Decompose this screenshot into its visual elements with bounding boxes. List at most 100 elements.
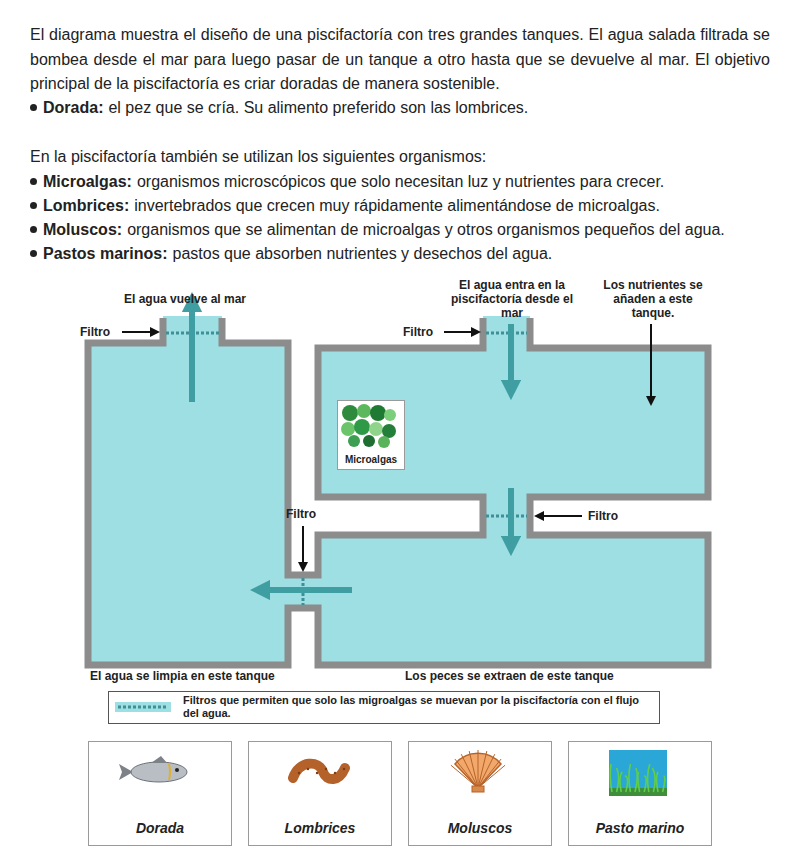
worm-segment <box>343 768 345 770</box>
term-description: En la piscifactoría también se utilizan … <box>30 148 486 165</box>
grass-blade <box>638 772 640 792</box>
tank-water <box>88 343 288 665</box>
worm-body <box>293 764 345 779</box>
tank-wall <box>88 318 708 665</box>
grass-blade <box>629 764 631 792</box>
filter-label: Filtro <box>403 325 433 339</box>
fish-fin <box>151 756 167 763</box>
bullet-dot <box>30 250 37 257</box>
fish-body <box>131 762 187 782</box>
filter-pointer <box>122 331 158 333</box>
organism-tile: Lombrices <box>248 741 392 846</box>
algae-cell <box>354 419 370 435</box>
water-flow-arrow <box>189 300 195 402</box>
filter-label: Filtro <box>80 325 110 339</box>
grass-blade <box>635 768 637 792</box>
nutrient-label: Los nutrientes se añaden a este tanque. <box>601 278 705 320</box>
shell-rib <box>478 765 505 788</box>
shell-rib <box>478 759 501 788</box>
algae-cell <box>370 405 386 421</box>
term-description: el pez que se cría. Su alimento preferid… <box>108 99 528 116</box>
term-description: organismos microscópicos que solo necesi… <box>137 173 664 190</box>
term-name: Microalgas: <box>43 173 132 190</box>
water-flow-arrow <box>258 587 352 593</box>
organism-tile: Pasto marino <box>568 741 712 846</box>
shell-rib <box>478 750 479 788</box>
algae-cell <box>348 435 360 447</box>
algae-cell <box>378 436 390 448</box>
outlet-label: El agua vuelve al mar <box>105 292 265 306</box>
fish-stripe <box>169 764 170 780</box>
grass-blade <box>663 776 665 792</box>
inlet-label: El agua entra en la piscifactoría desde … <box>448 278 576 320</box>
term-description: organismos que se alimentan de microalga… <box>127 221 725 238</box>
filter-mesh <box>486 515 527 518</box>
organism-card: Microalgas <box>337 400 405 470</box>
intro-paragraph: El diagrama muestra el diseño de una pis… <box>30 23 770 97</box>
grass-blade <box>620 772 622 792</box>
term-name: Moluscos: <box>43 221 122 238</box>
grass-icon <box>569 742 707 802</box>
organism-name: Lombrices <box>249 820 391 837</box>
worm-icon <box>249 742 387 802</box>
organism-tile: Dorada <box>88 741 232 846</box>
filter-sample-mesh <box>118 706 168 709</box>
filter-label: Filtro <box>286 507 316 521</box>
text-line: En la piscifactoría también se utilizan … <box>30 145 775 169</box>
organism-name: Dorada <box>89 820 231 837</box>
algae-icon <box>338 401 400 449</box>
grass-blade <box>617 768 619 792</box>
grass-blade <box>648 764 650 792</box>
grass-blade <box>652 768 655 792</box>
organism-name: Microalgas <box>338 453 404 466</box>
algae-cell <box>384 409 396 421</box>
organism-tile: Moluscos <box>408 741 552 846</box>
shell-rib <box>451 765 478 788</box>
worm-segment <box>307 768 309 770</box>
algae-cell <box>342 405 358 421</box>
algae-cell <box>363 435 375 447</box>
water-flow-arrow <box>508 488 514 548</box>
legend-text: Filtros que permiten que solo las migroa… <box>183 694 653 720</box>
tank-wall <box>222 318 483 575</box>
grass-blade <box>657 772 659 792</box>
tank-water <box>483 497 530 535</box>
worm-segment <box>316 772 318 774</box>
text-line: Moluscos: organismos que se alimentan de … <box>30 218 775 242</box>
filter-mesh <box>486 332 527 335</box>
text-line: Lombrices:invertebrados que crecen muy r… <box>30 194 775 218</box>
legend-entry: Filtros que permiten que solo las migroa… <box>109 692 659 722</box>
text-line: Microalgas: organismos microscópicos que … <box>30 170 775 194</box>
filter-label: Filtro <box>588 509 618 523</box>
bullet-dot <box>30 226 37 233</box>
organism-name: Pasto marino <box>569 820 711 837</box>
sea-water <box>609 750 667 796</box>
term-name: Dorada: <box>43 99 103 116</box>
filter-pointer <box>536 515 582 517</box>
worm-segment <box>325 768 327 770</box>
text-line: Pastos marinos: pastos que absorben nutri… <box>30 242 775 266</box>
water-flow-arrow <box>508 324 514 392</box>
shell-hinge <box>472 786 484 792</box>
filter-pointer <box>302 526 304 570</box>
grass-blade <box>610 764 612 792</box>
grass-blade <box>644 776 646 792</box>
tank-caption: Los peces se extraen de este tanque <box>405 669 614 683</box>
term-description: pastos que absorben nutrientes y desecho… <box>172 245 552 262</box>
tank-water <box>483 316 530 348</box>
filter-sample-water <box>115 702 171 712</box>
legend-box: Filtros que permiten que solo las migroa… <box>108 691 660 724</box>
fish-eye <box>175 768 179 772</box>
bullet-dot <box>30 104 37 111</box>
organism-name: Moluscos <box>409 820 551 837</box>
filter-pointer <box>444 331 479 333</box>
term-name: Pastos marinos: <box>43 245 167 262</box>
bullet-dot <box>30 202 37 209</box>
shell-icon <box>409 742 547 802</box>
tank-water <box>318 535 708 665</box>
term-name: Lombrices: <box>43 197 129 214</box>
grass-blade <box>625 776 628 792</box>
algae-cell <box>369 422 383 436</box>
shell-rib <box>478 754 495 788</box>
